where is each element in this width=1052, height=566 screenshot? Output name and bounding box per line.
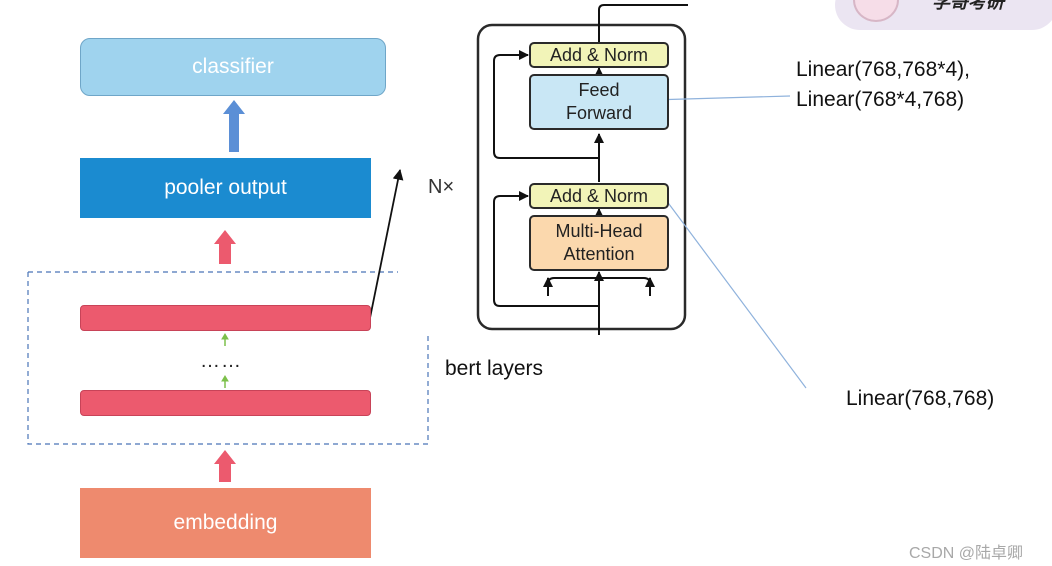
up-arrow-red-bottom [214,450,236,482]
green-arrow-1 [221,333,229,346]
green-arrow-2 [221,375,229,388]
watermark: CSDN @陆卓卿 [909,545,1024,562]
repeat-label: N× [428,176,455,198]
pooler-output-box: pooler output [80,158,371,218]
up-arrow-blue [223,100,245,152]
multi-head-attention-box: Multi-Head Attention [529,215,669,271]
bert-layer-bar-top [80,305,371,331]
zoom-line [369,168,404,319]
add-norm-top: Add & Norm [529,42,669,68]
classifier-box: classifier [80,38,386,96]
attn-leader [665,199,807,389]
feed-forward-box: Feed Forward [529,74,669,130]
layers-ellipsis: …… [200,350,242,372]
bert-layers-label: bert layers [445,357,544,380]
bert-layer-bar-bottom [80,390,371,416]
attn-linear-label: Linear(768,768) [846,387,995,410]
bert-layers-dashed-box [27,271,429,445]
embedding-box: embedding [80,488,371,558]
ff-linear-label: Linear(768,768*4), Linear(768*4,768) [796,58,970,111]
badge-text: 学哥考研 [932,0,1004,12]
up-arrow-red-top [214,230,236,264]
ff-leader [650,95,791,101]
add-norm-bottom: Add & Norm [529,183,669,209]
transformer-block-outline [476,23,687,331]
